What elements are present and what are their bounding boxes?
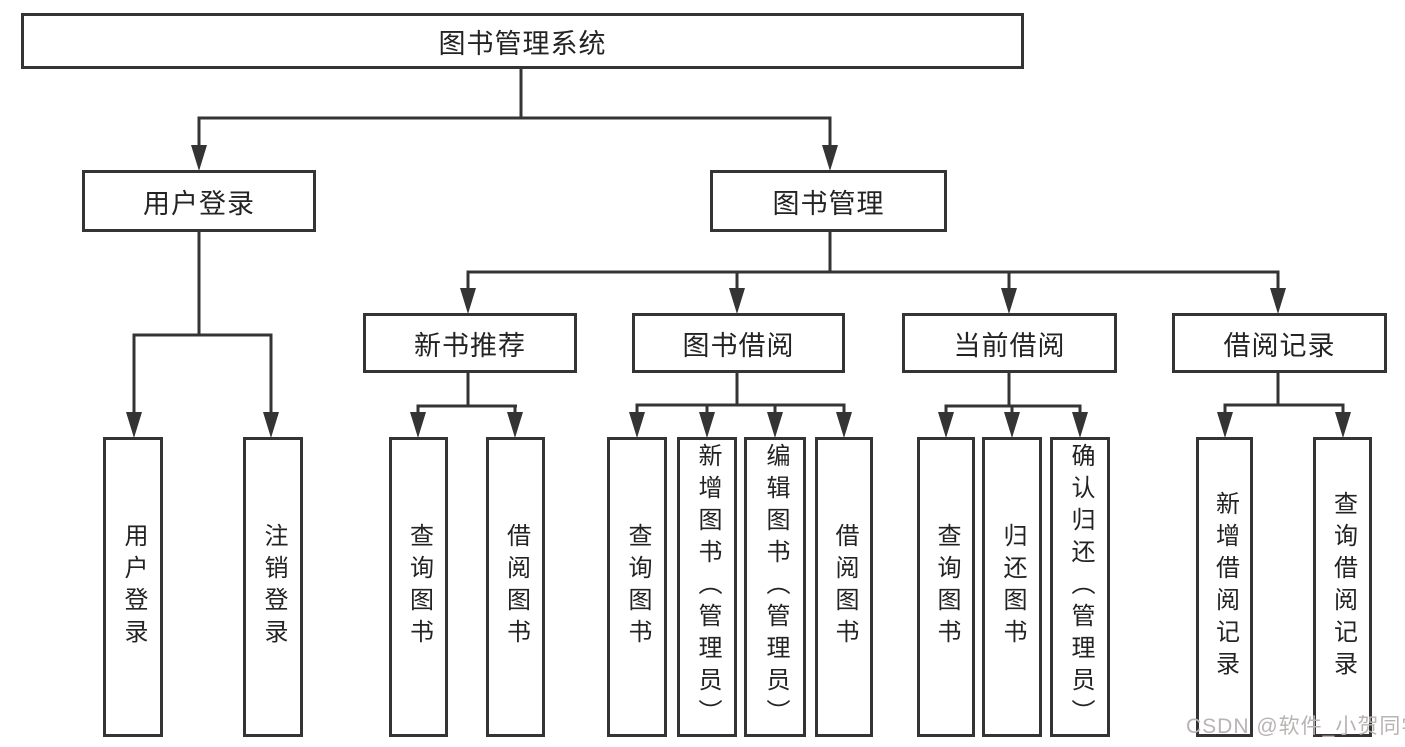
leaf-edit-books-admin-label: 编辑图书（管理员） xyxy=(762,443,789,731)
leaf-user-login: 用户登录 xyxy=(103,437,163,737)
leaf-borrow-books-recommend-label: 借阅图书 xyxy=(502,523,530,651)
node-root: 图书管理系统 xyxy=(21,13,1024,69)
connector-borrow-records-branch xyxy=(1217,373,1351,438)
leaf-query-borrow-record: 查询借阅记录 xyxy=(1313,437,1372,737)
leaf-borrow-books-label: 借阅图书 xyxy=(831,523,858,651)
node-book-management: 图书管理 xyxy=(710,170,947,232)
connector-new-book-branch xyxy=(410,373,523,438)
leaf-query-books-current: 查询图书 xyxy=(917,437,975,737)
leaf-return-books: 归还图书 xyxy=(982,437,1042,737)
connector-book-management-branch xyxy=(460,232,1286,314)
leaf-query-books-recommend: 查询图书 xyxy=(389,437,448,737)
leaf-query-books-recommend-label: 查询图书 xyxy=(405,523,433,651)
csdn-watermark: CSDN @软件_小贺同学 xyxy=(1186,715,1405,738)
leaf-add-books-admin-label: 新增图书（管理员） xyxy=(694,443,721,731)
node-book-borrow: 图书借阅 xyxy=(632,313,845,373)
connector-user-login-branch xyxy=(126,232,279,438)
node-current-borrow: 当前借阅 xyxy=(902,313,1117,373)
node-new-book-recommend: 新书推荐 xyxy=(363,313,577,373)
leaf-confirm-return-admin-label: 确认归还（管理员） xyxy=(1067,443,1094,731)
leaf-query-borrow-record-label: 查询借阅记录 xyxy=(1329,491,1357,683)
connector-current-borrow-branch xyxy=(938,373,1088,438)
node-user-login: 用户登录 xyxy=(82,170,316,232)
leaf-logout-label: 注销登录 xyxy=(260,523,287,651)
leaf-add-borrow-record-label: 新增借阅记录 xyxy=(1211,491,1239,683)
leaf-return-books-label: 归还图书 xyxy=(999,523,1026,651)
leaf-borrow-books-recommend: 借阅图书 xyxy=(486,437,545,737)
leaf-logout: 注销登录 xyxy=(243,437,303,737)
leaf-borrow-books: 借阅图书 xyxy=(815,437,873,737)
leaf-query-books-borrow: 查询图书 xyxy=(607,437,667,737)
leaf-user-login-label: 用户登录 xyxy=(120,523,147,651)
leaf-edit-books-admin: 编辑图书（管理员） xyxy=(744,437,806,737)
connector-root-to-level2 xyxy=(191,69,838,171)
leaf-confirm-return-admin: 确认归还（管理员） xyxy=(1050,437,1110,737)
leaf-add-books-admin: 新增图书（管理员） xyxy=(677,437,737,737)
leaf-query-books-borrow-label: 查询图书 xyxy=(624,523,651,651)
leaf-query-books-current-label: 查询图书 xyxy=(933,523,960,651)
node-borrow-records: 借阅记录 xyxy=(1172,313,1387,373)
connector-book-borrow-branch xyxy=(629,373,852,438)
leaf-add-borrow-record: 新增借阅记录 xyxy=(1196,437,1253,737)
